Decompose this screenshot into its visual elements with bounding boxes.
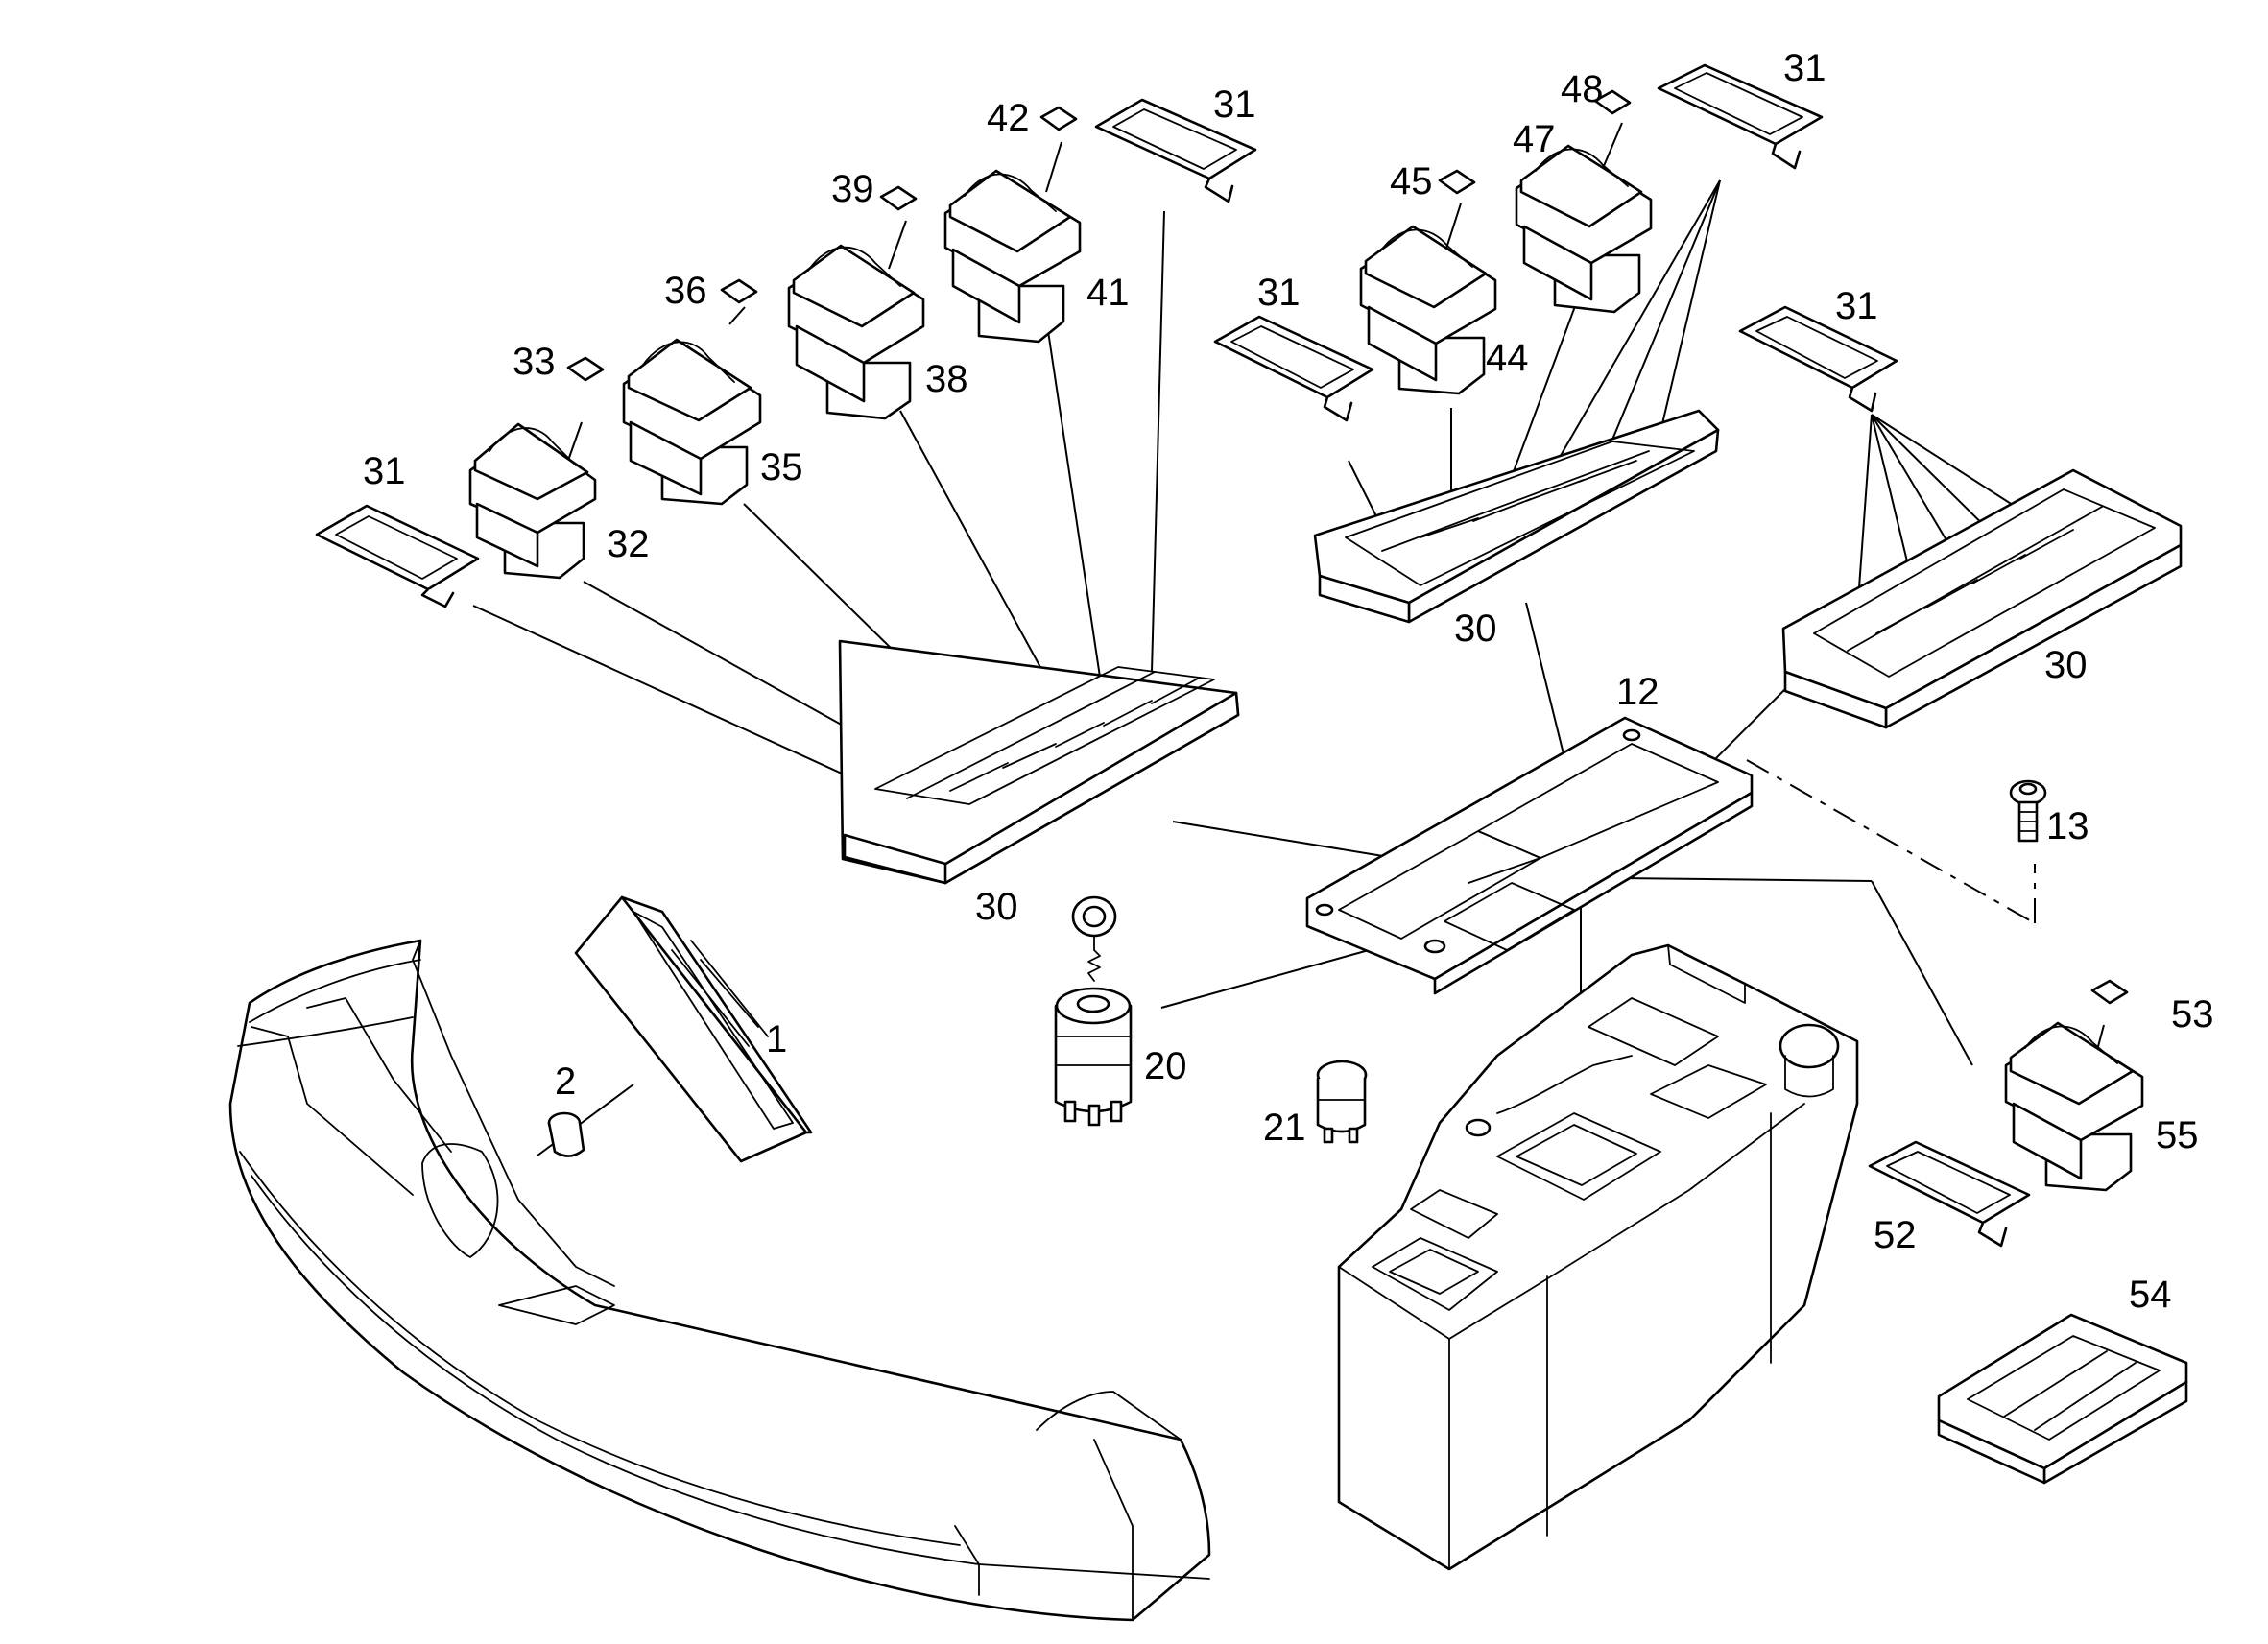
lens-cap-48 — [1593, 89, 1632, 115]
callout-55: 55 — [2156, 1114, 2199, 1156]
callout-31-top-right: 31 — [1783, 47, 1826, 89]
lens-cap-36 — [720, 278, 758, 304]
callout-31-left: 31 — [363, 450, 406, 492]
screw — [2009, 779, 2047, 843]
callout-32: 32 — [607, 523, 650, 565]
switch-panel-right — [1781, 468, 2183, 729]
lens-cap-33 — [566, 356, 605, 382]
rocker-switch-32 — [468, 422, 597, 580]
side-console — [1337, 943, 1859, 1571]
blank-cover-left — [315, 504, 480, 608]
callout-12: 12 — [1616, 671, 1659, 713]
blank-cover-top-left — [1094, 98, 1257, 203]
callout-31-mid: 31 — [1257, 272, 1301, 314]
callout-33: 33 — [513, 341, 556, 383]
three-slot-panel — [1937, 1313, 2188, 1485]
rocker-switch-47 — [1515, 144, 1653, 314]
callout-21: 21 — [1263, 1107, 1306, 1149]
switch-panel-middle — [1313, 409, 1720, 624]
lens-cap-42 — [1039, 106, 1078, 131]
callout-31-right: 31 — [1835, 285, 1878, 327]
callout-47: 47 — [1513, 118, 1556, 160]
push-switch — [1316, 1060, 1368, 1144]
rocker-switch-44 — [1359, 225, 1497, 395]
callout-31-top-left: 31 — [1213, 83, 1256, 126]
mounting-plate — [1305, 716, 1754, 995]
rocker-switch-38 — [787, 244, 925, 420]
callout-30-middle: 30 — [1454, 608, 1497, 650]
small-cover — [1868, 1140, 2031, 1248]
dashboard-housing — [228, 939, 1211, 1622]
rocker-switch-35 — [622, 338, 762, 506]
callout-48: 48 — [1561, 68, 1604, 110]
callout-52: 52 — [1874, 1214, 1917, 1256]
callout-38: 38 — [925, 358, 968, 400]
blank-cover-top-right — [1657, 63, 1824, 170]
callout-42: 42 — [987, 97, 1030, 139]
callout-1: 1 — [766, 1018, 787, 1060]
lens-cap-45 — [1438, 169, 1476, 195]
callout-30-left: 30 — [975, 886, 1018, 928]
callout-44: 44 — [1486, 337, 1529, 379]
callout-45: 45 — [1390, 160, 1433, 203]
blank-cover-right — [1738, 305, 1898, 413]
callout-39: 39 — [831, 168, 874, 210]
lens-cap-39 — [879, 185, 918, 211]
callout-30-right: 30 — [2044, 644, 2088, 686]
switch-panel-left — [838, 639, 1240, 885]
callout-36: 36 — [664, 270, 707, 312]
ignition-key-switch — [1054, 895, 1133, 1127]
callout-2: 2 — [555, 1060, 576, 1103]
callout-41: 41 — [1086, 272, 1130, 314]
lens-cap-53 — [2090, 979, 2129, 1005]
cover-box — [574, 895, 813, 1163]
grommet — [547, 1111, 585, 1157]
callout-35: 35 — [760, 446, 803, 488]
rocker-switch-55 — [2004, 1021, 2144, 1192]
callout-53: 53 — [2171, 993, 2214, 1036]
callout-13: 13 — [2046, 805, 2089, 847]
rocker-switch-41 — [943, 169, 1082, 344]
callout-54: 54 — [2129, 1274, 2172, 1316]
callout-labels: 1 2 12 13 20 21 30 30 30 31 31 31 31 31 … — [363, 47, 2214, 1316]
callout-20: 20 — [1144, 1045, 1187, 1087]
blank-cover-mid — [1213, 315, 1374, 422]
